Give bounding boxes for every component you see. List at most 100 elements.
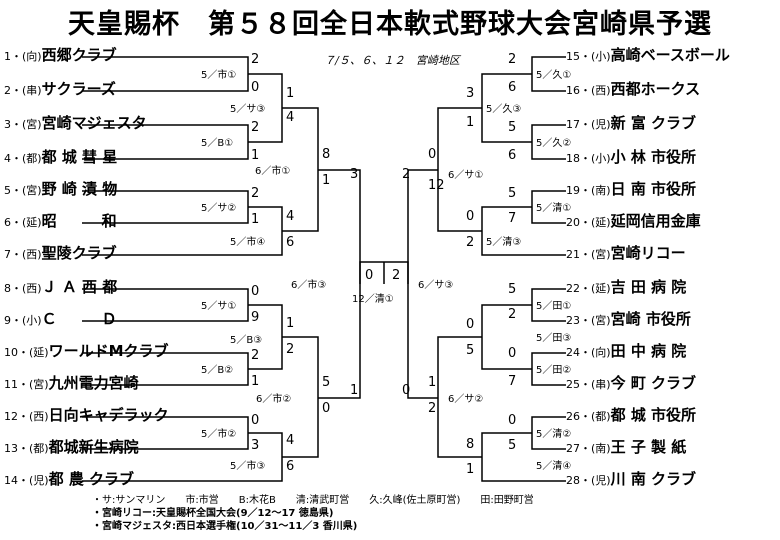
team-area: 延 <box>595 282 607 295</box>
game-score: 2 <box>402 167 410 182</box>
team-entry: 19・(南)日 南 市役所 <box>566 180 697 198</box>
team-name: 延岡信用金庫 <box>610 212 701 230</box>
team-entry: 13・(都)都城新生病院 <box>4 438 139 456</box>
team-name: 新 富 クラブ <box>610 114 697 132</box>
note-national: ・宮崎リコー:天皇賜杯全国大会(9／12～17 徳島県) <box>92 508 334 519</box>
team-area: 小 <box>26 314 38 327</box>
team-entry: 6・(延)昭 和 <box>4 212 117 230</box>
team-seed: 1 <box>4 50 11 63</box>
match-bracket-left <box>282 336 319 458</box>
team-seed: 10 <box>4 346 18 359</box>
team-entry: 27・(南)王 子 製 紙 <box>566 438 687 456</box>
game-venue-label: 5／市③ <box>230 459 265 472</box>
team-name: 宮崎リコー <box>610 244 686 262</box>
game-score: 5 <box>508 120 516 135</box>
game-score: 5 <box>508 186 516 201</box>
game-score: 6 <box>286 459 294 474</box>
team-entry: 2・(串)サクラーズ <box>4 80 116 98</box>
game-score: 1 <box>428 375 436 390</box>
game-score: 0 <box>251 413 259 428</box>
game-venue-label: 6／市② <box>256 392 291 405</box>
team-name: 高崎ベースボール <box>610 46 730 64</box>
team-seed: 5 <box>4 184 11 197</box>
team-seed: 2 <box>4 84 11 97</box>
team-area: 串 <box>26 84 38 97</box>
game-venue-label: 6／サ③ <box>418 279 453 291</box>
game-venue-label: 5／清③ <box>486 235 521 248</box>
team-entry: 15・(小)高崎ベースボール <box>566 46 730 64</box>
team-area: 延 <box>595 216 607 229</box>
team-name: 都城新生病院 <box>48 438 139 456</box>
team-name: 都 城 市役所 <box>610 406 697 424</box>
game-score: 8 <box>322 147 330 162</box>
team-seed: 20 <box>566 216 580 229</box>
game-score: 2 <box>251 186 259 201</box>
game-venue-label: 5／清① <box>536 201 571 214</box>
game-venue-label: 5／B② <box>201 364 233 376</box>
game-venue-label: 6／市① <box>255 164 290 177</box>
team-entry: 28・(児)川 南 クラブ <box>566 470 697 488</box>
game-venue-label: 12／清① <box>352 292 394 305</box>
team-area: 串 <box>595 378 607 391</box>
team-entry: 12・(西)日向キャデラック <box>4 406 169 424</box>
team-area: 西 <box>33 410 45 423</box>
game-score: 6 <box>286 235 294 250</box>
game-venue-label: 5／市② <box>201 427 236 440</box>
team-seed: 24 <box>566 346 580 359</box>
game-score: 4 <box>286 110 294 125</box>
team-area: 宮 <box>595 314 607 327</box>
team-entry: 18・(小)小 林 市役所 <box>566 148 697 166</box>
team-area: 向 <box>595 346 607 359</box>
team-area: 南 <box>595 442 607 455</box>
game-venue-label: 5／B① <box>201 137 233 149</box>
team-seed: 28 <box>566 474 580 487</box>
team-name: 王 子 製 紙 <box>610 438 687 456</box>
note-western: ・宮崎マジェスタ:西日本選手権(10／31～11／3 香川県) <box>92 521 358 532</box>
game-score: 3 <box>350 167 358 182</box>
team-seed: 4 <box>4 152 11 165</box>
game-venue-label: 5／B③ <box>230 334 262 346</box>
team-entry: 5・(宮)野 崎 漬 物 <box>4 180 118 198</box>
team-area: 都 <box>595 410 607 423</box>
game-score: 1 <box>466 462 474 477</box>
venue-legend: ・サ:サンマリン 市:市営 B:木花B 清:清武町営 久:久峰(佐土原町営) 田… <box>92 495 534 506</box>
game-venue-label: 5／サ① <box>201 300 236 312</box>
game-score: 2 <box>508 52 516 67</box>
game-venue-label: 5／久① <box>536 69 571 81</box>
team-seed: 12 <box>4 410 18 423</box>
team-seed: 9 <box>4 314 11 327</box>
team-name: 吉 田 病 院 <box>610 278 687 296</box>
game-score: 0 <box>322 401 330 416</box>
team-entry: 20・(延)延岡信用金庫 <box>566 212 701 230</box>
team-name: 野 崎 漬 物 <box>41 180 118 198</box>
team-seed: 16 <box>566 84 580 97</box>
game-score: 6 <box>508 80 516 95</box>
team-area: 西 <box>26 248 38 261</box>
game-score: 1 <box>251 148 259 163</box>
team-seed: 19 <box>566 184 580 197</box>
game-score: 0 <box>466 317 474 332</box>
team-entry: 14・(児)都 農 クラブ <box>4 470 135 488</box>
game-score: 2 <box>251 52 259 67</box>
team-entry: 9・(小)Ｃ Ｄ <box>4 310 117 328</box>
match-bracket-right <box>481 432 566 482</box>
team-seed: 27 <box>566 442 580 455</box>
game-venue-label: 5／清④ <box>536 459 571 472</box>
game-score: 0 <box>402 383 410 398</box>
team-entry: 16・(西)西都ホークス <box>566 80 701 98</box>
match-bracket-right <box>437 336 482 458</box>
team-entry: 11・(宮)九州電力宮崎 <box>4 374 139 392</box>
team-seed: 17 <box>566 118 580 131</box>
team-seed: 21 <box>566 248 580 261</box>
game-score: 2 <box>251 348 259 363</box>
game-venue-label: 5／久② <box>536 137 571 149</box>
team-entry: 21・(宮)宮崎リコー <box>566 244 686 262</box>
game-venue-label: 5／田① <box>536 300 571 312</box>
game-score: 6 <box>508 148 516 163</box>
team-seed: 23 <box>566 314 580 327</box>
team-seed: 18 <box>566 152 580 165</box>
team-entry: 17・(児)新 富 クラブ <box>566 114 697 132</box>
team-name: Ｃ Ｄ <box>41 310 117 328</box>
team-area: 宮 <box>26 184 38 197</box>
team-area: 宮 <box>595 248 607 261</box>
